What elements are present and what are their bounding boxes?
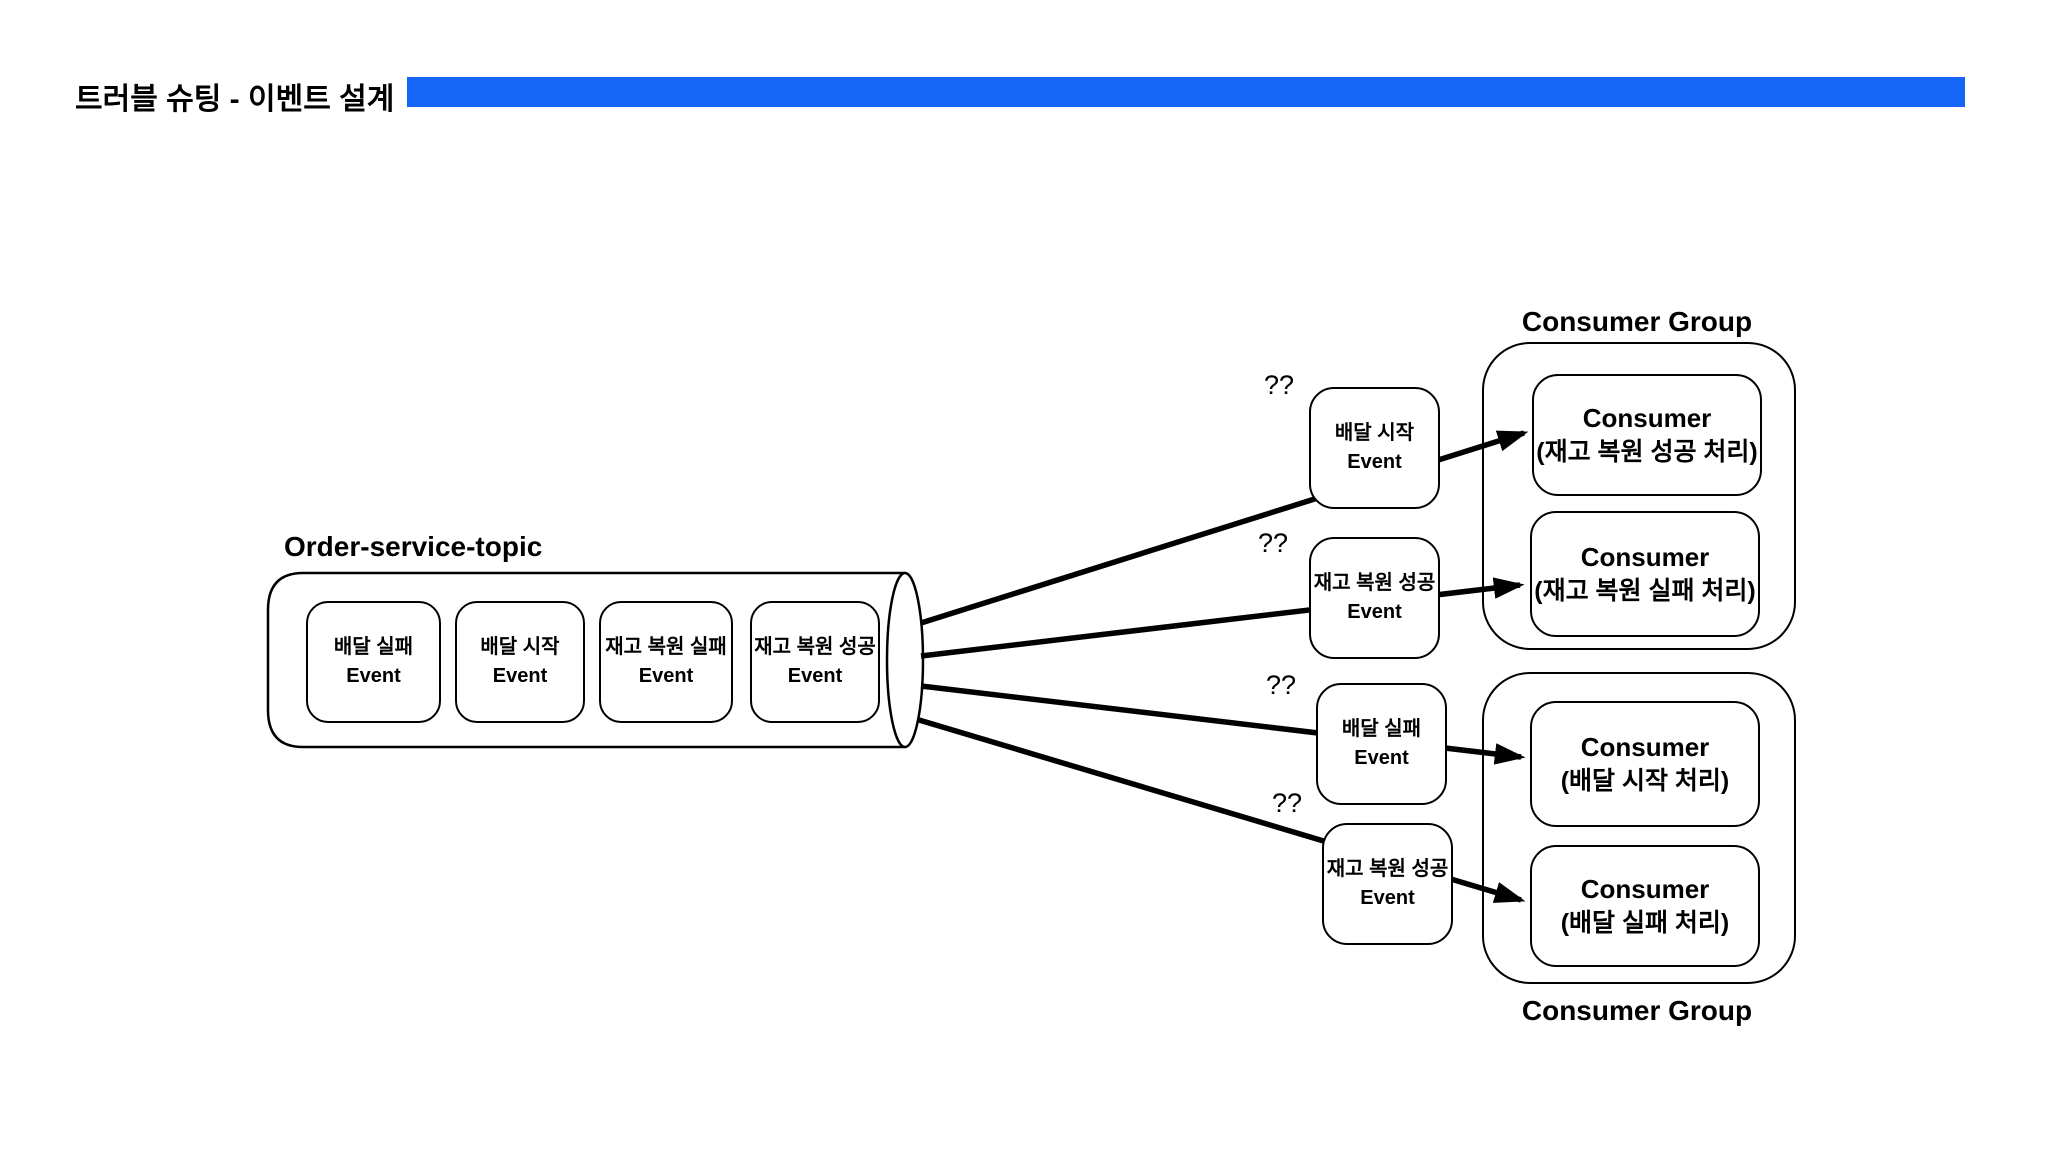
pending-event-box-2: 재고 복원 성공 Event	[1309, 537, 1440, 659]
pending-event-box-1: 배달 시작 Event	[1309, 387, 1440, 509]
pending-event-box-4: 재고 복원 성공 Event	[1322, 823, 1453, 945]
consumer-subtitle: (배달 시작 처리)	[1560, 766, 1730, 795]
event-type: Event	[346, 665, 401, 687]
event-type: Event	[1360, 887, 1415, 909]
event-name: 배달 실패	[333, 636, 414, 658]
event-name: 재고 복원 성공	[1313, 572, 1436, 594]
consumer-subtitle: (재고 복원 성공 처리)	[1536, 437, 1758, 466]
event-type: Event	[787, 665, 843, 687]
topic-event-box-4: 재고 복원 성공 Event	[750, 601, 880, 723]
event-name: 재고 복원 성공	[1326, 858, 1449, 880]
consumer-title: Consumer	[1580, 731, 1710, 762]
event-type: Event	[638, 665, 694, 687]
event-type: Event	[1354, 747, 1409, 769]
event-name: 재고 복원 실패	[605, 636, 727, 658]
pending-event-box-3: 배달 실패 Event	[1316, 683, 1447, 805]
question-marks-label-4: ??	[1272, 788, 1303, 818]
consumer-box-delivery-failure: Consumer (배달 실패 처리)	[1530, 845, 1760, 967]
event-type: Event	[1347, 451, 1402, 473]
event-name: 재고 복원 성공	[754, 636, 876, 658]
event-type: Event	[492, 665, 548, 687]
topic-label: Order-service-topic	[284, 531, 543, 562]
question-marks-label-2: ??	[1258, 528, 1289, 558]
topic-event-box-2: 배달 시작 Event	[455, 601, 585, 723]
consumer-box-restore-success: Consumer (재고 복원 성공 처리)	[1532, 374, 1762, 496]
consumer-group-top-label: Consumer Group	[1521, 306, 1753, 337]
event-name: 배달 시작	[480, 636, 560, 658]
consumer-group-bottom: Consumer (배달 시작 처리) Consumer (배달 실패 처리)	[1482, 672, 1796, 984]
consumer-group-top: Consumer (재고 복원 성공 처리) Consumer (재고 복원 실…	[1482, 342, 1796, 650]
title-accent-bar	[407, 77, 1965, 107]
consumer-subtitle: (재고 복원 실패 처리)	[1534, 576, 1756, 605]
consumer-title: Consumer	[1582, 402, 1712, 433]
event-name: 배달 시작	[1334, 422, 1415, 444]
consumer-box-restore-failure: Consumer (재고 복원 실패 처리)	[1530, 511, 1760, 637]
event-type: Event	[1347, 601, 1402, 623]
topic-event-box-3: 재고 복원 실패 Event	[599, 601, 733, 723]
question-marks-label-3: ??	[1266, 670, 1297, 700]
consumer-subtitle: (배달 실패 처리)	[1560, 908, 1730, 937]
slide-title: 트러블 슈팅 - 이벤트 설계	[75, 83, 395, 116]
topic-event-box-1: 배달 실패 Event	[306, 601, 441, 723]
topic-cylinder-body	[266, 571, 905, 749]
consumer-box-delivery-start: Consumer (배달 시작 처리)	[1530, 701, 1760, 827]
consumer-title: Consumer	[1580, 873, 1710, 904]
topic-cylinder-cap	[885, 571, 925, 749]
question-marks-label-1: ??	[1264, 370, 1295, 400]
event-name: 배달 실패	[1341, 718, 1422, 740]
consumer-title: Consumer	[1580, 541, 1710, 572]
consumer-group-bottom-label: Consumer Group	[1521, 995, 1753, 1026]
